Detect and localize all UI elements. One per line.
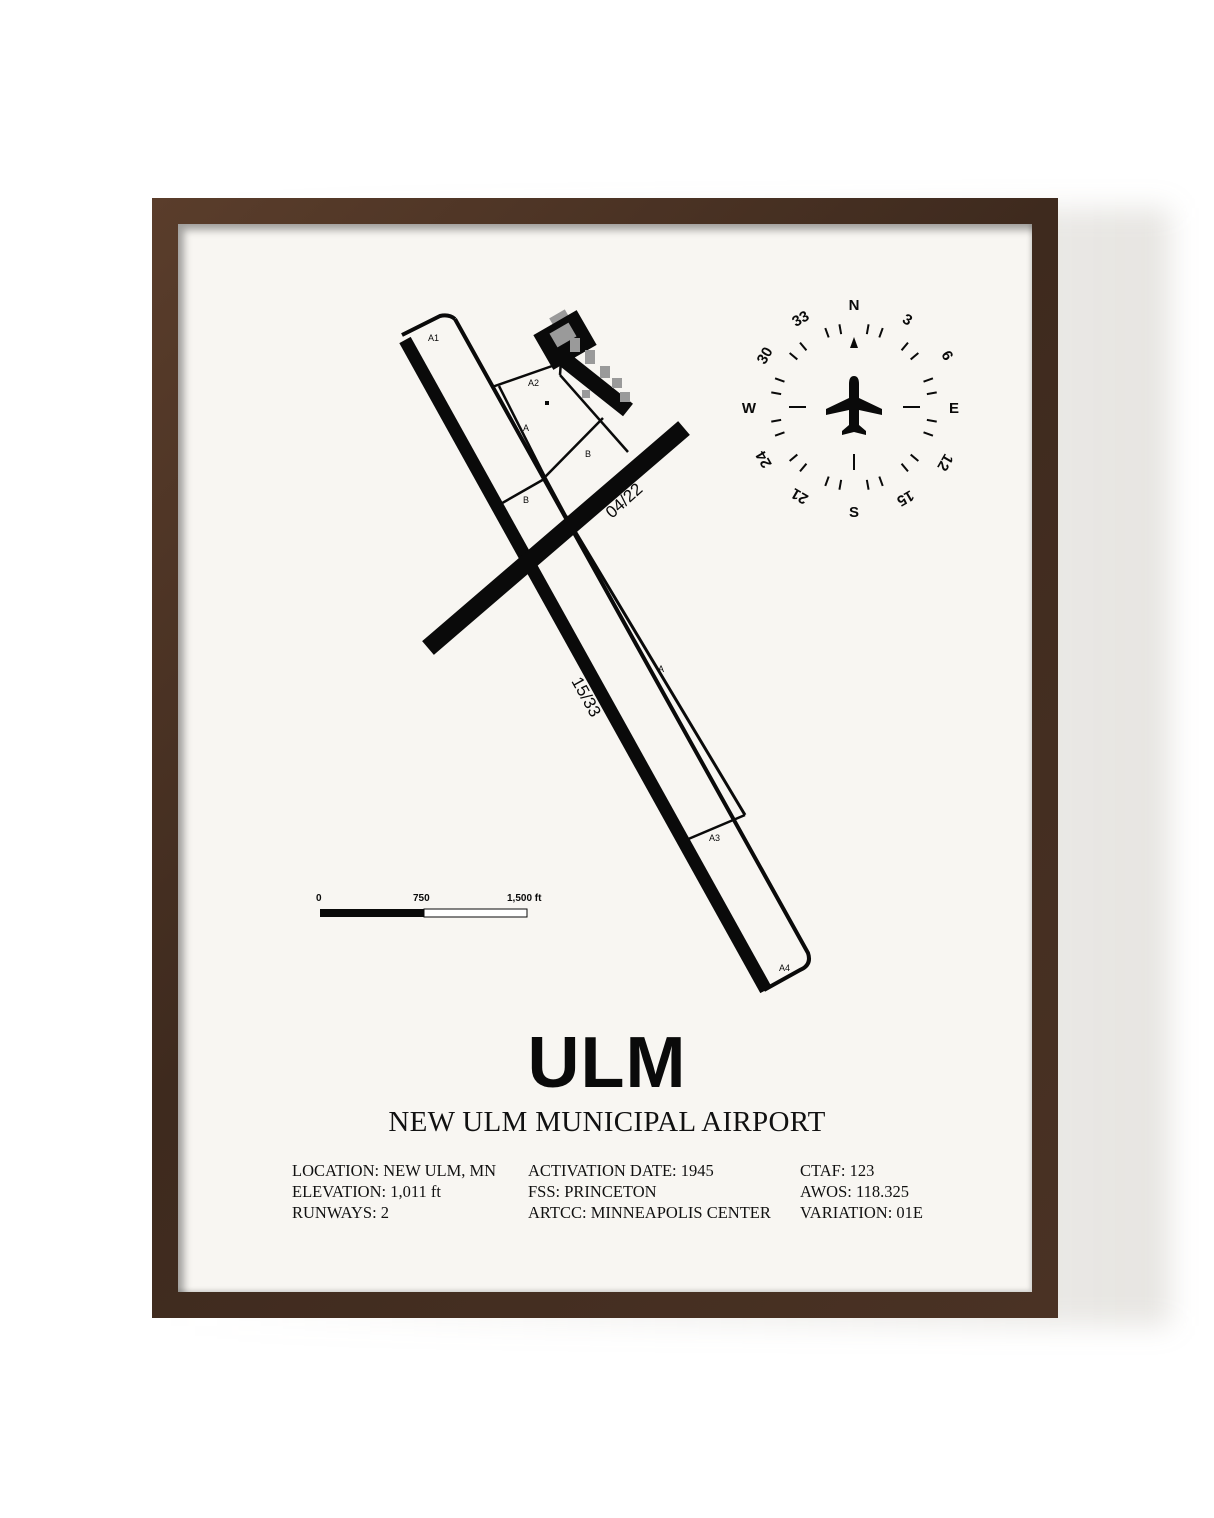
info-location: LOCATION: NEW ULM, MN xyxy=(292,1161,497,1180)
compass-tick xyxy=(824,476,830,487)
info-runways: RUNWAYS: 2 xyxy=(292,1203,390,1222)
compass-tick xyxy=(799,342,808,351)
apron-buildings xyxy=(533,309,633,417)
info-activation-date: ACTIVATION DATE: 1945 xyxy=(528,1161,714,1180)
compass-tick xyxy=(865,324,870,335)
compass-tick xyxy=(923,431,934,437)
compass-e: E xyxy=(949,400,959,417)
taxiway-label-a2: A2 xyxy=(528,378,539,388)
compass-tick xyxy=(878,476,884,487)
info-column-2: ACTIVATION DATE: 1945 FSS: PRINCETON ART… xyxy=(528,1160,771,1223)
compass-s: S xyxy=(849,504,859,521)
compass-tick xyxy=(771,418,782,423)
compass-tick xyxy=(789,453,798,462)
compass-tick xyxy=(865,479,870,490)
compass-3: 3 xyxy=(899,311,915,330)
compass-tick xyxy=(926,418,937,423)
info-variation: VARIATION: 01E xyxy=(800,1203,923,1222)
compass-12: 12 xyxy=(933,451,956,474)
compass-tick xyxy=(838,479,843,490)
compass-n: N xyxy=(849,297,860,314)
runway-15-33 xyxy=(399,336,772,994)
airport-name: NEW ULM MUNICIPAL AIRPORT xyxy=(388,1106,826,1138)
taxiway-a2-connector-top xyxy=(491,363,556,389)
airplane-icon xyxy=(826,376,882,435)
compass-rose: N S E W 3 6 12 15 21 24 30 33 xyxy=(742,297,959,521)
north-arrow-icon xyxy=(850,337,858,348)
taxiway-label-b-upper: B xyxy=(585,449,591,459)
compass-tick xyxy=(910,352,919,361)
scale-label-max: 1,500 ft xyxy=(507,893,542,904)
taxiway-a3-connector xyxy=(685,813,746,842)
info-elevation: ELEVATION: 1,011 ft xyxy=(292,1182,441,1201)
compass-24: 24 xyxy=(752,447,775,471)
compass-w: W xyxy=(742,400,757,417)
scale-bar: 0 750 1,500 ft xyxy=(316,893,542,918)
compass-21: 21 xyxy=(788,484,811,507)
compass-30: 30 xyxy=(754,344,777,367)
compass-tick xyxy=(789,352,798,361)
info-column-3: CTAF: 123 AWOS: 118.325 VARIATION: 01E xyxy=(800,1160,923,1223)
compass-tick xyxy=(900,463,909,472)
taxiway-b-upper xyxy=(544,417,604,478)
taxiway-b-lower xyxy=(496,476,547,508)
compass-tick xyxy=(926,391,937,396)
info-ctaf: CTAF: 123 xyxy=(800,1161,875,1180)
compass-tick xyxy=(799,463,808,472)
taxiway-label-a-upper: A xyxy=(523,423,529,433)
airport-code: ULM xyxy=(527,1023,687,1103)
taxiway-label-b-lower: B xyxy=(523,495,529,505)
compass-15: 15 xyxy=(894,486,917,509)
runway-04-22 xyxy=(422,421,690,655)
compass-tick xyxy=(774,431,785,437)
poster-paper xyxy=(178,224,1032,1292)
scale-label-mid: 750 xyxy=(413,893,430,904)
compass-tick xyxy=(910,453,919,462)
info-column-1: LOCATION: NEW ULM, MN ELEVATION: 1,011 f… xyxy=(292,1160,496,1223)
compass-6: 6 xyxy=(937,348,956,364)
compass-33: 33 xyxy=(789,308,812,331)
compass-tick xyxy=(923,377,934,383)
info-fss: FSS: PRINCETON xyxy=(528,1182,657,1201)
compass-tick xyxy=(838,324,843,335)
taxiway-label-a-lower: A xyxy=(658,664,664,674)
taxiway-label-a1: A1 xyxy=(428,333,439,343)
info-artcc: ARTCC: MINNEAPOLIS CENTER xyxy=(528,1203,771,1222)
compass-tick xyxy=(824,327,830,338)
compass-tick xyxy=(900,342,909,351)
taxiway-label-a4: A4 xyxy=(779,963,790,973)
compass-tick xyxy=(878,327,884,338)
compass-tick xyxy=(771,391,782,396)
info-awos: AWOS: 118.325 xyxy=(800,1182,909,1201)
scale-label-zero: 0 xyxy=(316,893,322,904)
taxiway-label-a3: A3 xyxy=(709,833,720,843)
compass-tick xyxy=(774,377,785,383)
